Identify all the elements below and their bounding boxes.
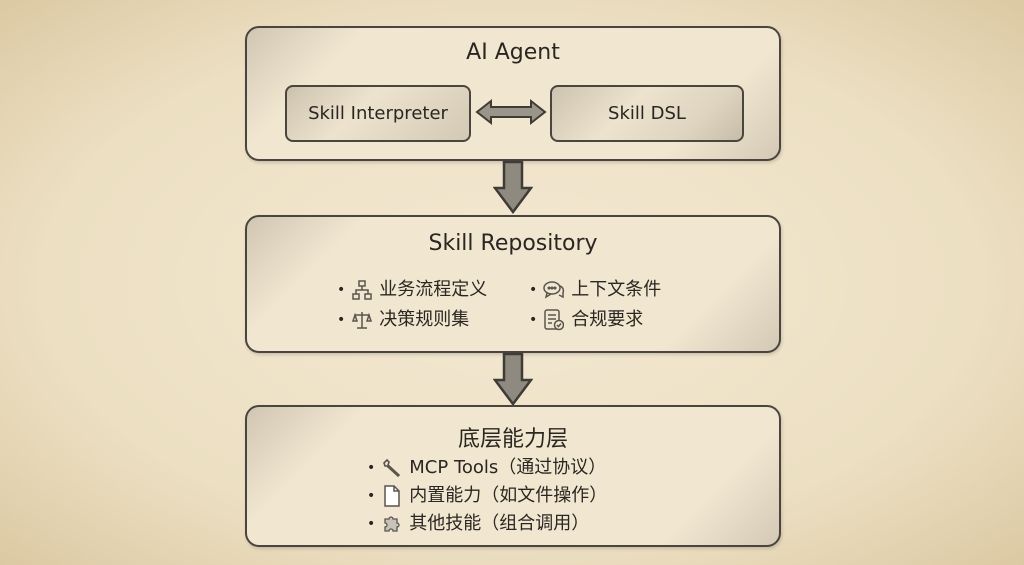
- down-arrow-icon: [493, 352, 533, 406]
- item-label: 业务流程定义: [379, 279, 488, 300]
- ai-agent-title: AI Agent: [466, 40, 560, 65]
- list-item: •合规要求: [529, 305, 661, 335]
- puzzle-icon: [381, 513, 403, 535]
- down-arrow-icon: [493, 160, 533, 214]
- item-label: 内置能力（如文件操作）: [409, 485, 608, 506]
- scales-icon: [351, 309, 373, 331]
- ai-agent-box: AI Agent Skill Interpreter Skill DSL: [245, 26, 781, 161]
- repository-list-right: •上下文条件 •合规要求: [529, 275, 661, 335]
- base-list: •MCP Tools（通过协议） •内置能力（如文件操作） •其他技能（组合调用…: [367, 454, 607, 538]
- skill-interpreter-box: Skill Interpreter: [285, 85, 471, 142]
- list-item: •内置能力（如文件操作）: [367, 482, 607, 510]
- checklist-document-icon: [543, 309, 565, 331]
- list-item: •业务流程定义: [337, 275, 487, 305]
- flowchart-icon: [351, 279, 373, 301]
- item-label: 其他技能（组合调用）: [409, 513, 590, 534]
- list-item: •上下文条件: [529, 275, 661, 305]
- skill-repository-title: Skill Repository: [428, 231, 598, 256]
- base-capability-box: 底层能力层 •MCP Tools（通过协议） •内置能力（如文件操作） •其他技…: [245, 405, 781, 547]
- repository-list-left: •业务流程定义 •决策规则集: [337, 275, 487, 335]
- item-label: MCP Tools（通过协议）: [409, 457, 607, 478]
- list-item: •决策规则集: [337, 305, 487, 335]
- wrench-icon: [381, 457, 403, 479]
- file-icon: [381, 485, 403, 507]
- skill-dsl-box: Skill DSL: [550, 85, 744, 142]
- list-item: •MCP Tools（通过协议）: [367, 454, 607, 482]
- base-capability-title: 底层能力层: [457, 427, 568, 452]
- skill-repository-box: Skill Repository •业务流程定义 •决策规则集 •上下文条件 •…: [245, 215, 781, 353]
- item-label: 合规要求: [571, 309, 644, 330]
- chat-bubbles-icon: [543, 279, 565, 301]
- item-label: 上下文条件: [571, 279, 662, 300]
- item-label: 决策规则集: [379, 309, 470, 330]
- bidirectional-arrow-icon: [475, 98, 547, 126]
- list-item: •其他技能（组合调用）: [367, 510, 607, 538]
